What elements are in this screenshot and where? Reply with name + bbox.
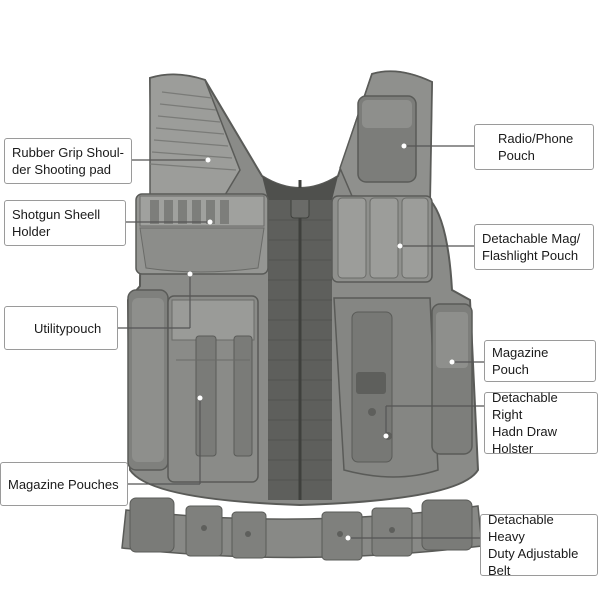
callout-utility-pouch: Utilitypouch <box>4 306 118 350</box>
callout-label: Magazine Pouches <box>8 476 119 492</box>
utility-pouch <box>127 289 169 471</box>
callout-label: Detachable Right Hadn Draw Holster <box>492 390 558 456</box>
callout-label: Magazine Pouch <box>492 345 549 377</box>
callout-magazine-pouches: Magazine Pouches <box>0 462 128 506</box>
right-hand-holster <box>333 297 439 478</box>
leader-lines <box>118 145 484 539</box>
leader-dots <box>187 143 455 541</box>
callout-label: Rubber Grip Shoul- der Shooting pad <box>12 145 124 177</box>
callout-magazine-pouch: Magazine Pouch <box>484 340 596 382</box>
shotgun-shell-holder <box>135 193 269 275</box>
callout-mag-flashlight-pouch: Detachable Mag/ Flashlight Pouch <box>474 224 594 270</box>
callout-belt: Detachable Heavy Duty Adjustable Belt <box>480 514 598 576</box>
callout-rubber-grip: Rubber Grip Shoul- der Shooting pad <box>4 138 132 184</box>
magazine-pouches <box>167 295 259 483</box>
callout-label: Utilitypouch <box>34 320 102 336</box>
magazine-flashlight-pouch <box>331 195 433 283</box>
belt <box>121 497 483 561</box>
radio-phone-pouch <box>357 95 417 183</box>
callout-shotgun-shell-holder: Shotgun Sheell Holder <box>4 200 126 246</box>
magazine-pouch-right <box>431 303 473 455</box>
callout-label: Radio/Phone Pouch <box>498 131 574 163</box>
callout-label: Shotgun Sheell Holder <box>12 207 101 239</box>
callout-label: Detachable Heavy Duty Adjustable Belt <box>488 514 579 576</box>
callout-label: Detachable Mag/ Flashlight Pouch <box>482 231 581 263</box>
callout-holster: Detachable Right Hadn Draw Holster <box>484 390 598 456</box>
callout-radio-phone-pouch: Radio/Phone Pouch <box>474 124 594 170</box>
